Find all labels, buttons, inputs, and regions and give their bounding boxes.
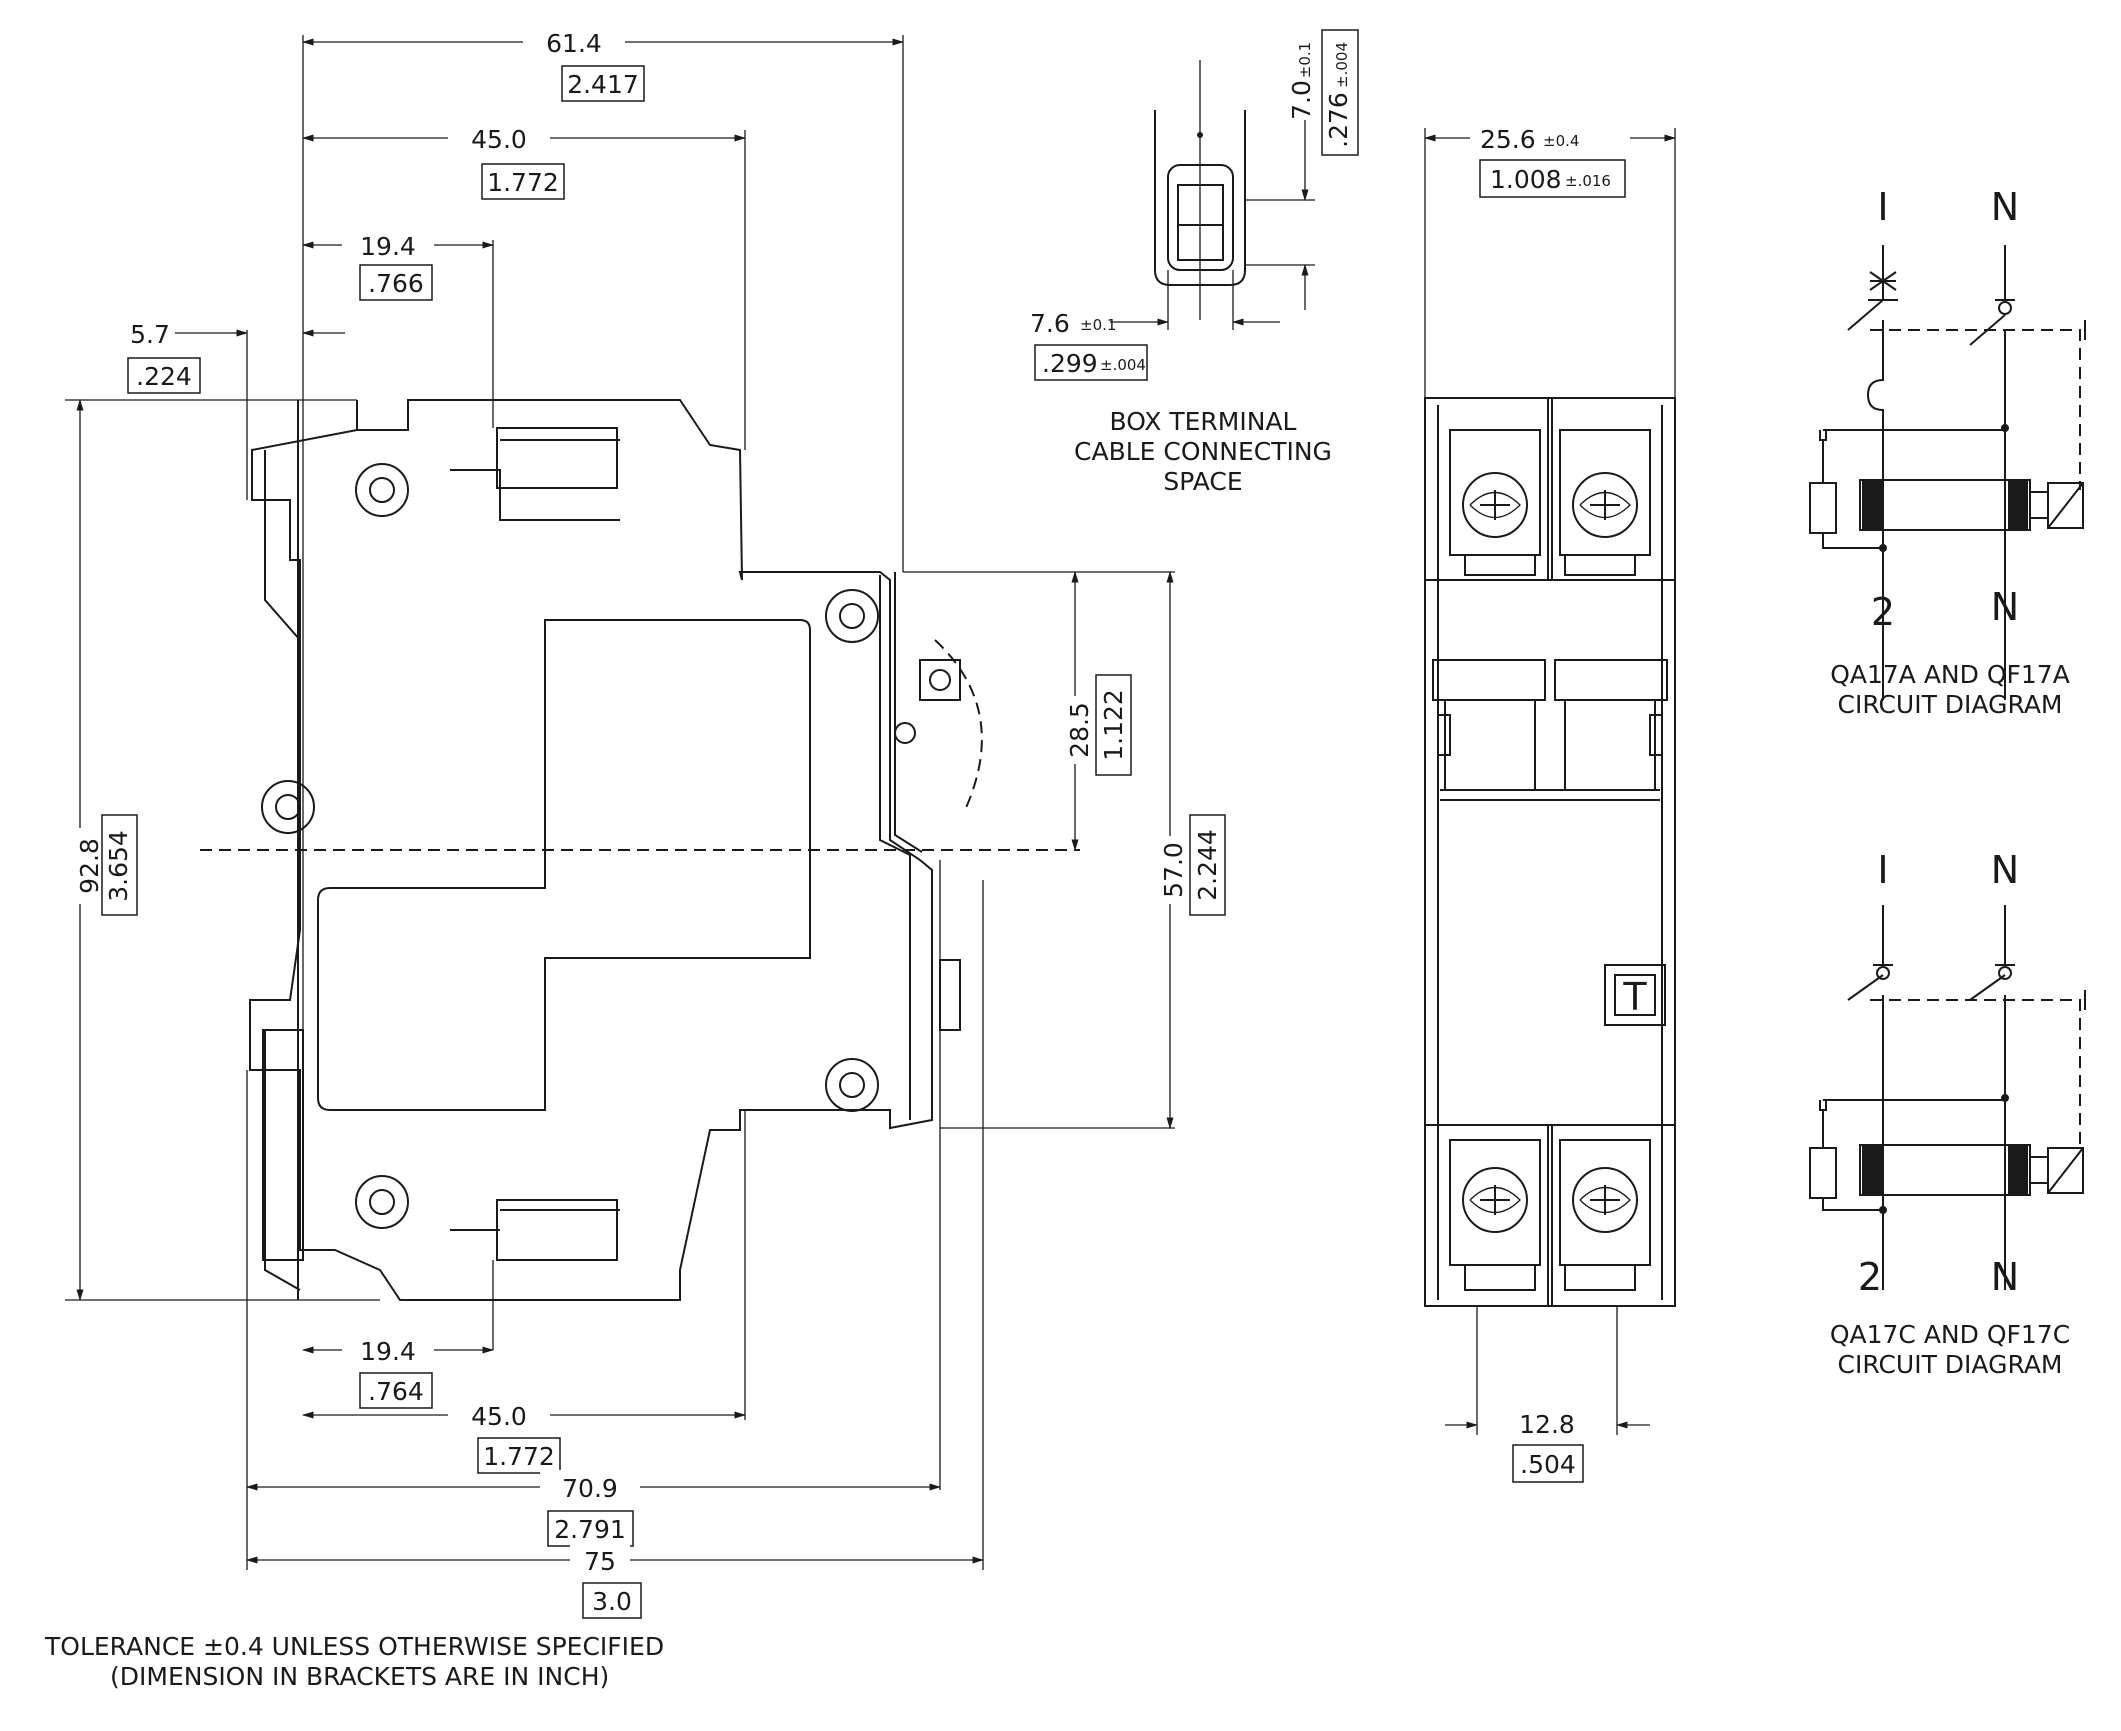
- dim-19-4-top-inch: .766: [368, 269, 424, 298]
- tolerance-note: TOLERANCE ±0.4 UNLESS OTHERWISE SPECIFIE…: [44, 1632, 664, 1691]
- circuit-a-in-right: N: [1991, 185, 2019, 229]
- front-view: T: [1424, 397, 1676, 1307]
- front-pitch-inch: .504: [1520, 1450, 1576, 1479]
- bt-height-inch: .276: [1324, 92, 1353, 148]
- box-terminal-label-3: SPACE: [1163, 467, 1242, 496]
- dim-61-4-inch: 2.417: [567, 70, 639, 99]
- circuit-a-caption-2: CIRCUIT DIAGRAM: [1838, 690, 2063, 719]
- side-view: [200, 399, 1080, 1301]
- dim-45-0-mm: 45.0: [471, 125, 527, 154]
- front-width-mm-tol: ±0.4: [1543, 132, 1579, 150]
- bt-width-tol: ±0.1: [1080, 316, 1116, 334]
- dim-75-mm: 75: [584, 1547, 616, 1576]
- box-terminal-text: 7.0 ±0.1 .276 ±.004 7.6 ±0.1 .299 ±.004 …: [1030, 29, 1359, 496]
- dim-45-0-bottom-mm: 45.0: [471, 1402, 527, 1431]
- dim-28-5-inch: 1.122: [1099, 689, 1128, 761]
- dim-5-7-inch: .224: [136, 362, 192, 391]
- circuit-c-in-left: I: [1877, 848, 1888, 892]
- circuit-diagram-c: I N 2 N QA17C AND QF17C CIRCUIT DIAGRAM: [1809, 848, 2086, 1379]
- tolerance-line-2: (DIMENSION IN BRACKETS ARE IN INCH): [110, 1662, 609, 1691]
- dim-61-4-mm: 61.4: [546, 29, 602, 58]
- front-width-inch: 1.008: [1490, 165, 1562, 194]
- front-width-mm: 25.6: [1480, 125, 1536, 154]
- test-button-label: T: [1622, 975, 1647, 1019]
- box-terminal-label-1: BOX TERMINAL: [1110, 407, 1297, 436]
- dim-28-5-mm: 28.5: [1065, 702, 1094, 758]
- bt-width-inch: .299: [1042, 349, 1098, 378]
- dim-70-9-inch: 2.791: [554, 1515, 626, 1544]
- circuit-c-out-left: 2: [1858, 1255, 1882, 1299]
- dim-70-9-mm: 70.9: [562, 1474, 618, 1503]
- dim-5-7-mm: 5.7: [130, 320, 170, 349]
- dim-19-4-bottom-inch: .764: [368, 1377, 424, 1406]
- dim-75-inch: 3.0: [592, 1587, 632, 1616]
- circuit-c-caption-1: QA17C AND QF17C: [1830, 1320, 2070, 1349]
- front-width-inch-tol: ±.016: [1565, 172, 1611, 190]
- dim-45-0-bottom-inch: 1.772: [483, 1442, 555, 1471]
- dim-57-0-mm: 57.0: [1159, 842, 1188, 898]
- circuit-c-in-right: N: [1991, 848, 2019, 892]
- circuit-c-out-right: N: [1991, 1255, 2019, 1299]
- front-pitch-mm: 12.8: [1519, 1410, 1575, 1439]
- dim-57-0-inch: 2.244: [1193, 829, 1222, 901]
- circuit-c-caption-2: CIRCUIT DIAGRAM: [1838, 1350, 2063, 1379]
- circuit-a-out-right: N: [1991, 585, 2019, 629]
- side-dimension-text: 61.4 2.417 45.0 1.772 19.4 .766 5.7 .224…: [68, 25, 1226, 1619]
- bt-height-tol: ±0.1: [1296, 42, 1314, 78]
- circuit-a-in-left: I: [1877, 185, 1888, 229]
- circuit-diagram-a: I N 2 N QA17A AND QF17A CIRCUIT DIAGRAM: [1809, 185, 2086, 719]
- dim-19-4-top-mm: 19.4: [360, 232, 416, 261]
- bt-height-inch-tol: ±.004: [1333, 42, 1351, 88]
- dim-45-0-inch: 1.772: [487, 168, 559, 197]
- bt-height-mm: 7.0: [1287, 80, 1316, 120]
- dim-92-8-inch: 3.654: [104, 830, 133, 902]
- box-terminal-detail: [1110, 60, 1315, 330]
- dim-92-8-mm: 92.8: [75, 838, 104, 894]
- box-terminal-label-2: CABLE CONNECTING: [1074, 437, 1332, 466]
- tolerance-line-1: TOLERANCE ±0.4 UNLESS OTHERWISE SPECIFIE…: [44, 1632, 664, 1661]
- bt-width-inch-tol: ±.004: [1100, 356, 1146, 374]
- front-dimensions: 25.6 ±0.4 1.008 ±.016 12.8 .504: [1423, 121, 1677, 1483]
- circuit-a-caption-1: QA17A AND QF17A: [1830, 660, 2070, 689]
- side-dimension-lines: [65, 35, 1175, 1570]
- circuit-a-out-left: 2: [1871, 590, 1895, 634]
- bt-width-mm: 7.6: [1030, 309, 1070, 338]
- dim-19-4-bottom-mm: 19.4: [360, 1337, 416, 1366]
